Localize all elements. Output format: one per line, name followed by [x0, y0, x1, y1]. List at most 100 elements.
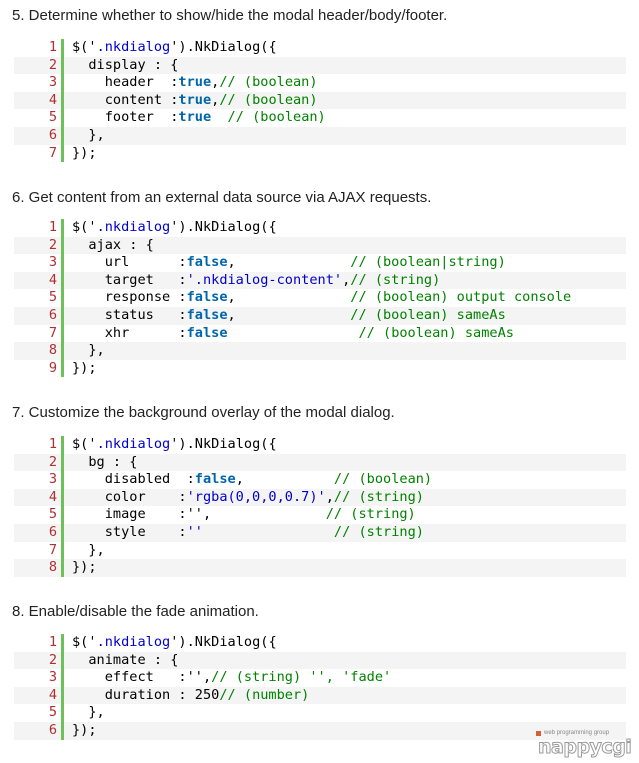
code-token: .nkdialog — [96, 39, 171, 55]
code-text: bg : { — [72, 454, 137, 472]
code-token: false — [194, 471, 236, 488]
gutter-bar — [61, 126, 64, 145]
code-token: // (string) '', 'fade' — [211, 669, 392, 686]
gutter-bar — [61, 721, 64, 740]
gutter-bar — [61, 254, 64, 272]
code-line: 6 style :'' // (string) — [14, 523, 626, 542]
code-token: effect :'', — [72, 669, 212, 686]
code-token: , — [325, 488, 334, 505]
code-line: 4 color :'rgba(0,0,0,0.7)',// (string) — [14, 488, 626, 507]
code-text: $('.nkdialog').NkDialog({ — [72, 436, 277, 454]
code-token: color : — [72, 488, 187, 505]
code-token: // (boolean) output console — [350, 289, 572, 306]
code-token: header : — [72, 74, 179, 91]
code-text: $('.nkdialog').NkDialog({ — [72, 39, 277, 57]
code-token: url : — [72, 254, 187, 271]
gutter-bar — [61, 236, 64, 255]
code-line: 8}); — [14, 559, 626, 577]
code-text: footer :true // (boolean) — [72, 109, 326, 127]
gutter-bar — [61, 634, 64, 652]
gutter-bar — [61, 306, 64, 325]
gutter-bar — [61, 559, 64, 577]
gutter-bar — [61, 359, 64, 378]
code-token: ajax : { — [72, 236, 154, 253]
code-token: }); — [72, 144, 97, 161]
code-token: disabled : — [72, 471, 195, 488]
code-token: $(' — [72, 436, 97, 452]
code-text: }, — [72, 542, 104, 560]
code-token: .nkdialog — [96, 634, 171, 650]
line-number: 7 — [48, 324, 57, 341]
code-token: false — [186, 306, 228, 323]
code-token: // (string) — [333, 523, 424, 540]
code-token: false — [186, 289, 228, 306]
code-line: 3 url :false, // (boolean|string) — [14, 254, 626, 272]
code-token: xhr : — [72, 324, 187, 341]
code-block: 1$('.nkdialog').NkDialog({2 display : {3… — [14, 39, 626, 163]
code-token: }, — [72, 704, 105, 721]
code-token: // (number) — [219, 686, 310, 703]
code-text: }, — [72, 342, 104, 360]
code-token: // (string) — [333, 488, 424, 505]
code-text: }); — [72, 360, 97, 378]
code-token: display : { — [72, 56, 179, 73]
code-line: 5 footer :true // (boolean) — [14, 109, 626, 127]
line-number: 7 — [48, 144, 57, 161]
code-token: // (boolean) — [227, 109, 326, 126]
code-token: ').NkDialog({ — [170, 219, 277, 235]
code-line: 2 animate : { — [14, 651, 626, 670]
gutter-bar — [61, 289, 64, 307]
line-number: 4 — [48, 686, 57, 703]
line-number: 6 — [48, 721, 57, 738]
code-token: true — [178, 109, 212, 126]
code-text: color :'rgba(0,0,0,0.7)',// (string) — [72, 489, 424, 507]
line-number: 2 — [48, 56, 57, 73]
watermark-logo: web programming group nappycgi — [536, 730, 632, 759]
code-line: 3 header :true,// (boolean) — [14, 74, 626, 92]
code-token — [228, 325, 359, 341]
code-token: 'rgba(0,0,0,0.7)' — [186, 488, 326, 505]
code-token: ').NkDialog({ — [170, 634, 277, 650]
section-heading: 8. Enable/disable the fade animation. — [12, 603, 259, 620]
gutter-bar — [61, 686, 64, 705]
gutter-bar — [61, 541, 64, 560]
code-line: 1$('.nkdialog').NkDialog({ — [14, 436, 626, 454]
line-number: 1 — [48, 39, 57, 55]
line-number: 5 — [48, 506, 57, 523]
line-number: 3 — [48, 471, 57, 488]
code-line: 1$('.nkdialog').NkDialog({ — [14, 219, 626, 237]
code-token: }, — [72, 126, 105, 143]
line-number: 3 — [48, 669, 57, 686]
code-token — [211, 109, 227, 125]
code-token: // (boolean) sameAs — [350, 306, 506, 323]
code-line: 6 }, — [14, 126, 626, 145]
gutter-bar — [61, 669, 64, 687]
code-line: 2 display : { — [14, 56, 626, 75]
code-line: 5 response :false, // (boolean) output c… — [14, 289, 626, 307]
code-line: 6}); — [14, 721, 626, 740]
code-text: content :true,// (boolean) — [72, 92, 318, 110]
code-line: 9}); — [14, 359, 626, 378]
code-token: true — [178, 91, 212, 108]
code-token: }); — [72, 359, 97, 376]
code-text: }); — [72, 722, 97, 740]
code-token: animate : { — [72, 651, 179, 668]
code-line: 7 }, — [14, 541, 626, 560]
gutter-bar — [61, 453, 64, 472]
gutter-bar — [61, 74, 64, 92]
line-number: 7 — [48, 541, 57, 558]
code-token: '' — [186, 523, 203, 540]
code-line: 5 image :'', // (string) — [14, 506, 626, 524]
code-text: $('.nkdialog').NkDialog({ — [72, 634, 277, 652]
line-number: 6 — [48, 306, 57, 323]
code-text: display : { — [72, 57, 178, 75]
code-token: '.nkdialog-content' — [186, 271, 343, 288]
line-number: 3 — [48, 74, 57, 91]
code-text: }); — [72, 559, 97, 577]
watermark-small-text: web programming group — [544, 730, 610, 736]
code-token: ').NkDialog({ — [170, 39, 277, 55]
gutter-bar — [61, 109, 64, 127]
gutter-bar — [61, 488, 64, 507]
line-number: 8 — [48, 559, 57, 576]
code-token: , — [227, 306, 351, 323]
